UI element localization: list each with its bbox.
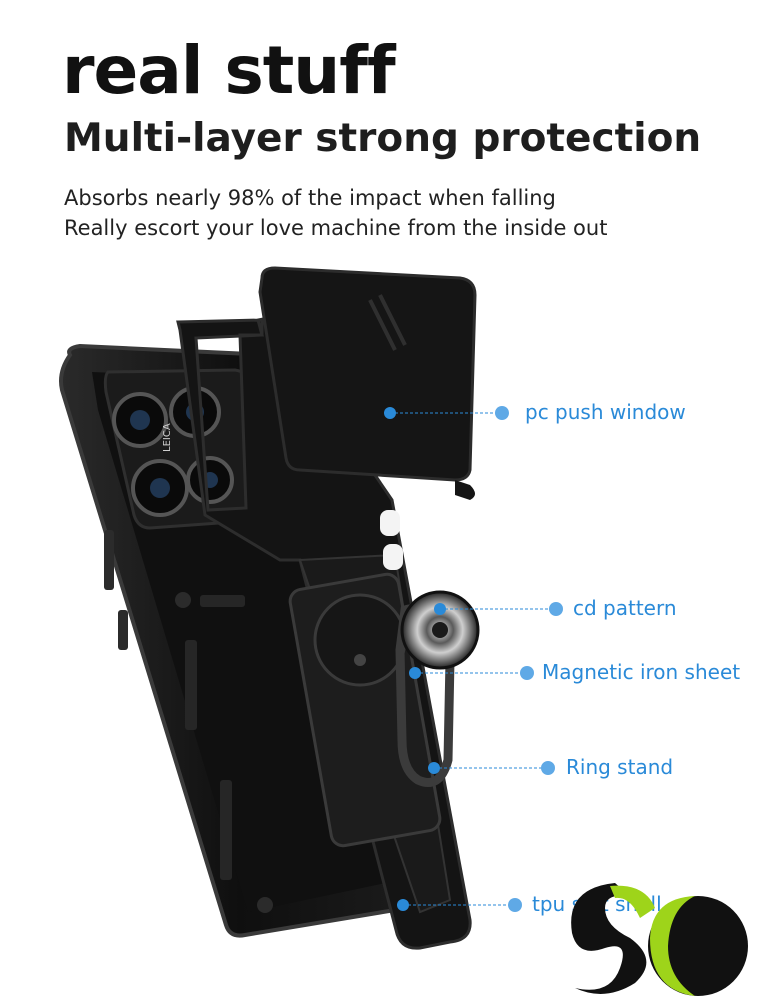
callout-lines <box>390 412 552 906</box>
callout-label-cd-pattern: cd pattern <box>573 596 677 620</box>
headline: real stuff <box>62 32 396 109</box>
grip-texture <box>185 595 245 880</box>
subheadline: Multi-layer strong protection <box>64 116 702 161</box>
watermark-logo-icon <box>571 883 748 996</box>
push-window-layer <box>258 266 477 500</box>
lens-brand-text: LEICA <box>162 423 173 452</box>
callout-dots <box>384 406 563 912</box>
side-button-icon <box>104 530 114 590</box>
side-button-icon <box>118 610 128 650</box>
pc-frame-layer <box>176 316 472 950</box>
description-line-1: Absorbs nearly 98% of the impact when fa… <box>64 186 556 210</box>
callout-label-magnetic-iron-sheet: Magnetic iron sheet <box>542 660 741 684</box>
description-line-2: Really escort your love machine from the… <box>64 216 608 240</box>
callout-label-pc-push-window: pc push window <box>525 400 686 424</box>
description: Absorbs nearly 98% of the impact when fa… <box>64 183 607 243</box>
callout-label-ring-stand: Ring stand <box>566 755 674 779</box>
product-illustration: LEICA <box>59 266 563 950</box>
